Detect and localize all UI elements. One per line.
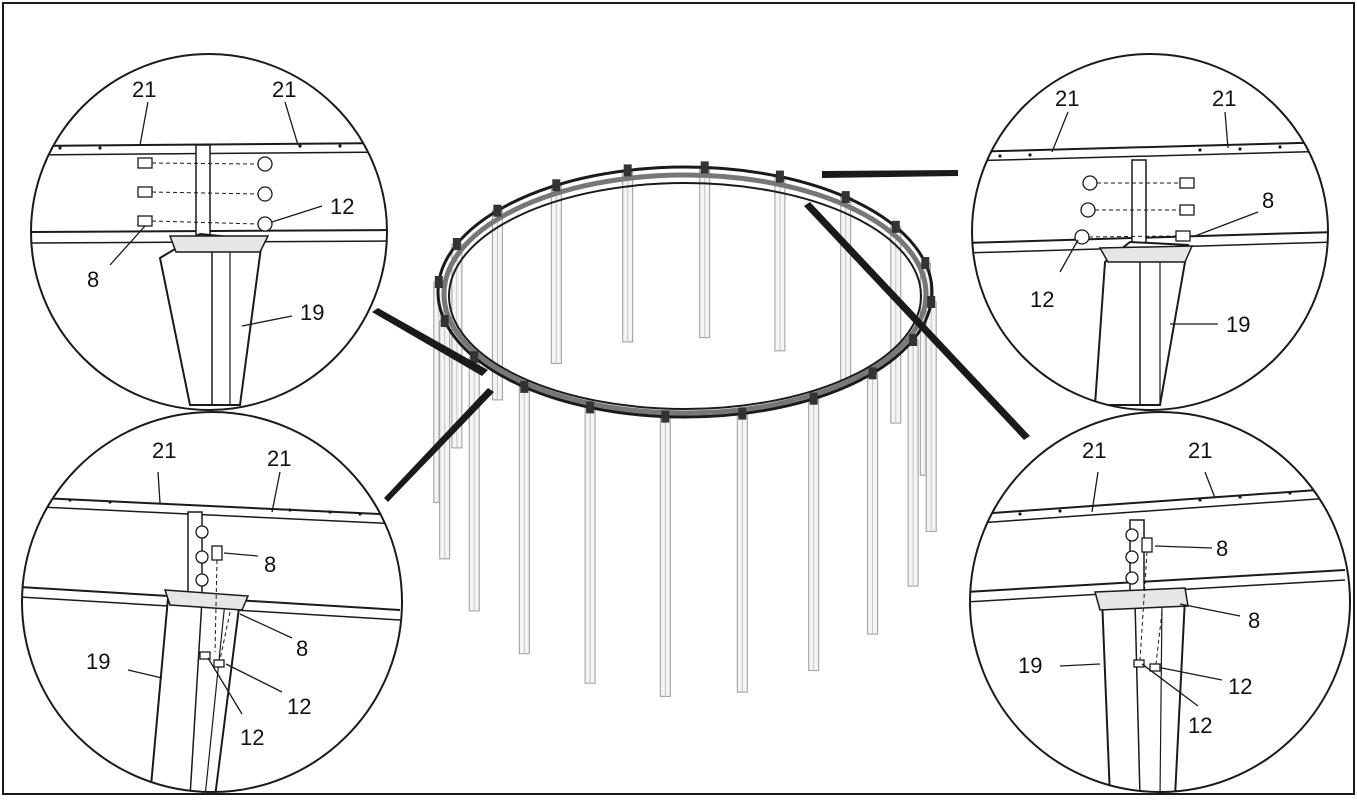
- ring-joint: [868, 367, 877, 380]
- label-bl-4: 19: [86, 649, 110, 674]
- label-br-4: 19: [1018, 653, 1042, 678]
- label-br-6: 12: [1228, 674, 1252, 699]
- ring-joint: [470, 351, 479, 364]
- ring-joint: [809, 392, 818, 405]
- support-legs: [433, 166, 937, 697]
- ring-joint: [738, 407, 747, 420]
- ring-joints: [434, 161, 936, 423]
- leader-wedge-bottom-left: [384, 388, 494, 502]
- label-br-5: 8: [1248, 608, 1260, 633]
- ring-joint: [909, 334, 918, 346]
- label-tl-3: 12: [330, 194, 354, 219]
- ring-joint: [921, 257, 930, 269]
- label-tr-4: 12: [1030, 287, 1054, 312]
- detail-bottom-left: 21 21 8 19 8 12 12: [21, 411, 403, 793]
- ring-joint: [927, 296, 936, 308]
- ring-joint: [623, 164, 632, 177]
- leader-wedge-top-right: [822, 170, 958, 178]
- label-br-7: 12: [1188, 713, 1212, 738]
- ring-joint: [452, 238, 461, 250]
- label-tl-5: 19: [300, 300, 324, 325]
- detail-bottom-right: 21 21 8 19 8 12 12: [969, 411, 1351, 793]
- ring-joint: [700, 161, 709, 174]
- ring-joint: [841, 191, 850, 204]
- label-tr-1: 21: [1055, 86, 1079, 111]
- top-ring-outer: [436, 165, 934, 419]
- label-tr-2: 21: [1212, 86, 1236, 111]
- label-bl-3: 8: [264, 552, 276, 577]
- ring-joint: [493, 204, 502, 217]
- ring-joint: [520, 380, 529, 393]
- ring-joint: [661, 410, 670, 423]
- label-tl-2: 21: [272, 77, 296, 102]
- ring-joint: [586, 401, 595, 414]
- ring-joint: [440, 315, 449, 327]
- leader-wedge-top-left: [372, 308, 488, 376]
- leader-wedge-bottom-right: [804, 202, 1030, 440]
- ring-joint: [775, 170, 784, 183]
- label-br-2: 21: [1188, 438, 1212, 463]
- ring-joint: [552, 179, 561, 192]
- label-tr-3: 8: [1262, 188, 1274, 213]
- label-tl-1: 21: [132, 77, 156, 102]
- top-ring-inner: [448, 182, 922, 410]
- detail-top-left: 21 21 12 8 19: [30, 53, 388, 411]
- label-br-1: 21: [1082, 438, 1106, 463]
- label-bl-5: 8: [296, 636, 308, 661]
- ring-joint: [434, 276, 443, 288]
- detail-top-right: 21 21 8 12 19: [971, 53, 1329, 411]
- label-tr-5: 19: [1226, 312, 1250, 337]
- ring-joint: [891, 220, 900, 233]
- label-br-3: 8: [1216, 536, 1228, 561]
- label-bl-1: 21: [152, 438, 176, 463]
- ring-frame: [433, 161, 937, 697]
- label-bl-2: 21: [267, 446, 291, 471]
- top-ring-band: [441, 172, 929, 416]
- label-bl-6: 12: [287, 694, 311, 719]
- label-bl-7: 12: [240, 725, 264, 750]
- label-tl-4: 8: [87, 267, 99, 292]
